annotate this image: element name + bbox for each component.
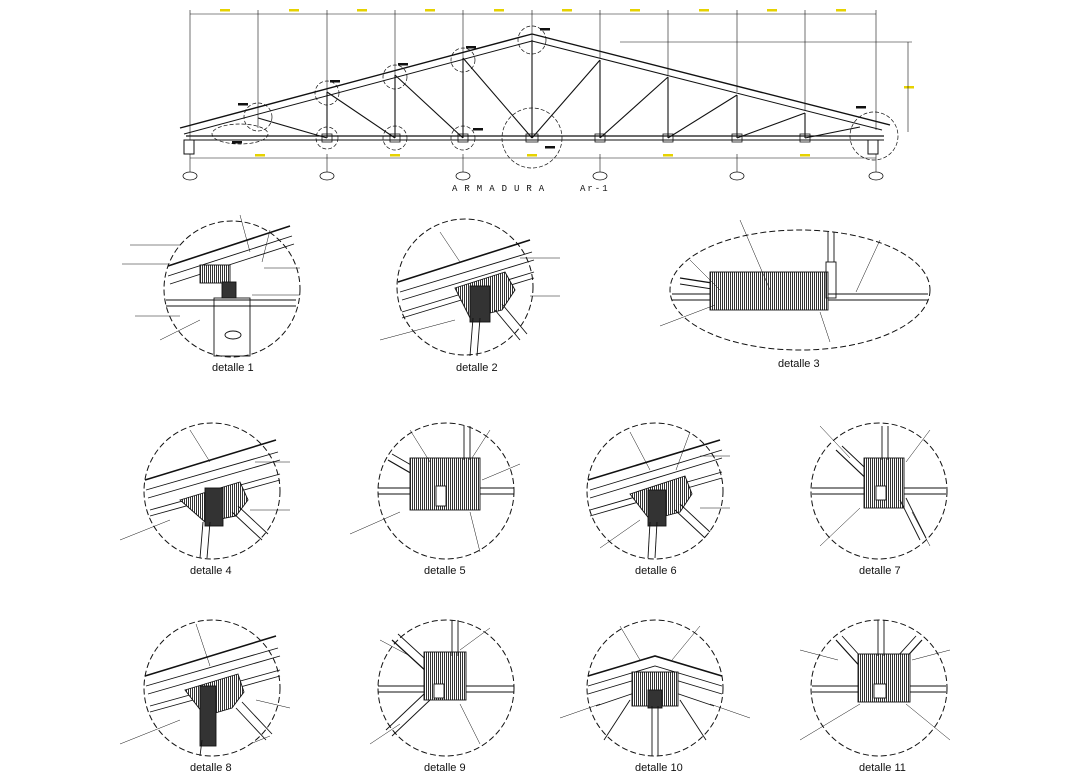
- detail-callouts: [211, 25, 899, 169]
- detail-4-label: detalle 4: [190, 565, 232, 577]
- top-dimension-line: [189, 10, 877, 140]
- axis-bubbles: [182, 171, 884, 181]
- detail-7: [810, 422, 948, 560]
- detail-6: [586, 422, 730, 560]
- truss-title: ARMADURA: [452, 184, 551, 194]
- detail-10-label: detalle 10: [635, 762, 683, 774]
- detail-7-label: detalle 7: [859, 565, 901, 577]
- callout-tags: [232, 28, 866, 149]
- detail-8: [119, 619, 291, 757]
- dimension-marks: [220, 9, 914, 157]
- detail-2: [379, 218, 560, 357]
- detail-5-label: detalle 5: [424, 565, 466, 577]
- detail-4: [119, 422, 290, 560]
- gusset-plates: [321, 133, 811, 143]
- detail-6-label: detalle 6: [635, 565, 677, 577]
- truss-elevation: [179, 9, 914, 181]
- detail-9: [369, 619, 515, 757]
- detail-9-label: detalle 9: [424, 762, 466, 774]
- detail-10: [559, 619, 751, 757]
- web-members: [257, 40, 861, 139]
- detail-2-label: detalle 2: [456, 362, 498, 374]
- detail-5: [349, 422, 521, 560]
- detail-3: [659, 219, 931, 351]
- detail-1-label: detalle 1: [212, 362, 254, 374]
- detail-11-label: detalle 11: [859, 762, 906, 774]
- detail-8-label: detalle 8: [190, 762, 232, 774]
- truss-code: Ar-1: [580, 184, 610, 194]
- detail-3-label: detalle 3: [778, 358, 820, 370]
- detail-1: [122, 214, 301, 358]
- detail-11: [799, 619, 951, 757]
